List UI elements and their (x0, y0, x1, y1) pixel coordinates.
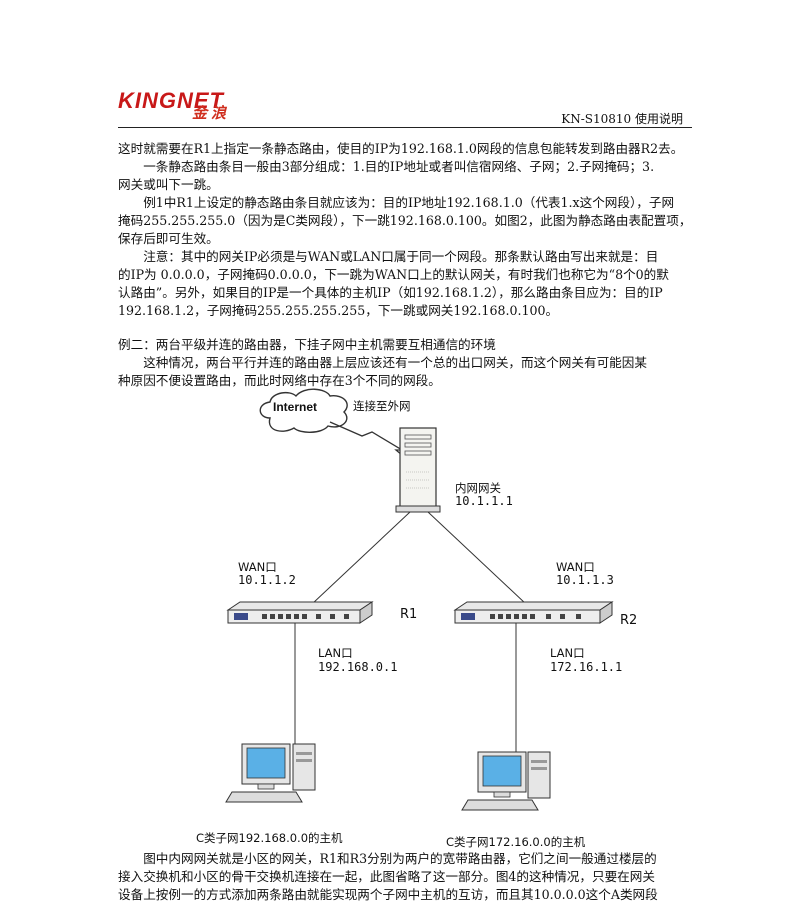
body-line: 图中内网网关就是小区的网关，R1和R3分别为两户的宽带路由器，它们之间一般通过楼… (118, 851, 657, 866)
logo-text-cn: 金浪 (192, 104, 231, 122)
r1-wan-ip: 10.1.1.2 (238, 573, 296, 587)
body-line: 网关或叫下一跳。 (118, 177, 219, 192)
r1-name: R1 (400, 607, 418, 622)
gateway-name-label: 内网网关 (455, 481, 501, 495)
r2-wan-label: WAN口 (556, 560, 595, 574)
network-diagram-svg (225, 388, 614, 811)
router-r1-icon (226, 601, 374, 624)
network-diagram: Internet 连接至外网 内网网关 10.1.1.1 WAN口 10.1.1… (0, 388, 800, 858)
body-line: 192.168.1.2，子网掩码255.255.255.255，下一跳或网关19… (118, 303, 559, 318)
body-line: 掩码255.255.255.0（因为是C类网段），下一跳192.168.0.10… (118, 213, 692, 228)
body-line: 这种情况，两台平行并连的路由器上层应该还有一个总的出口网关，而这个网关有可能因某 (118, 355, 647, 370)
body-line: 认路由”。另外，如果目的IP是一个具体的主机IP（如192.168.1.2），那… (118, 285, 663, 300)
gateway-ip-label: 10.1.1.1 (455, 494, 513, 508)
logo-text-en: KINGNET (118, 88, 224, 113)
host2-computer-icon (461, 751, 551, 811)
r2-lan-label: LAN口 (550, 646, 585, 660)
internet-cloud-icon (259, 388, 348, 433)
wan-link-icon (329, 421, 409, 461)
brand-logo: KINGNET 金浪 (118, 88, 268, 128)
r2-lan-ip: 172.16.1.1 (550, 660, 623, 674)
header-divider (118, 127, 692, 128)
body-line: 的IP为 0.0.0.0，子网掩码0.0.0.0，下一跳为WAN口上的默认网关，… (118, 267, 669, 282)
internet-label: Internet (273, 400, 318, 414)
r1-lan-ip: 192.168.0.1 (318, 660, 398, 674)
body-line: 一条静态路由条目一般由3部分组成：1.目的IP地址或者叫信宿网络、子网；2.子网… (118, 159, 655, 174)
external-link-label: 连接至外网 (353, 399, 411, 413)
host2-caption: C类子网172.16.0.0的主机 (446, 835, 586, 849)
example2-title: 例二：两台平级并连的路由器，下挂子网中主机需要互相通信的环境 (118, 337, 496, 352)
host1-caption: C类子网192.168.0.0的主机 (196, 831, 343, 845)
r2-wan-ip: 10.1.1.3 (556, 573, 614, 587)
router-r2-icon (453, 601, 614, 624)
r1-wan-label: WAN口 (238, 560, 277, 574)
r1-lan-label: LAN口 (318, 646, 353, 660)
document-title: KN-S10810 使用说明 (561, 112, 683, 126)
r2-name: R2 (620, 613, 638, 628)
host1-computer-icon (225, 743, 316, 803)
body-line: 保存后即可生效。 (118, 231, 219, 246)
body-line: 种原因不便设置路由，而此时网络中存在3个不同的网段。 (118, 373, 441, 388)
gateway-server-icon (395, 427, 441, 513)
body-line: 注意：其中的网关IP必须是与WAN或LAN口属于同一个网段。那条默认路由写出来就… (118, 249, 659, 264)
body-line: 例1中R1上设定的静态路由条目就应该为：目的IP地址192.168.1.0（代表… (118, 195, 675, 210)
body-line: 这时就需要在R1上指定一条静态路由，使目的IP为192.168.1.0网段的信息… (118, 141, 684, 156)
body-line: 设备上按例一的方式添加两条路由就能实现两个子网中主机的互访，而且其10.0.0.… (118, 887, 658, 902)
body-line: 接入交换机和小区的骨干交换机连接在一起，此图省略了这一部分。图4的这种情况，只要… (118, 869, 655, 884)
